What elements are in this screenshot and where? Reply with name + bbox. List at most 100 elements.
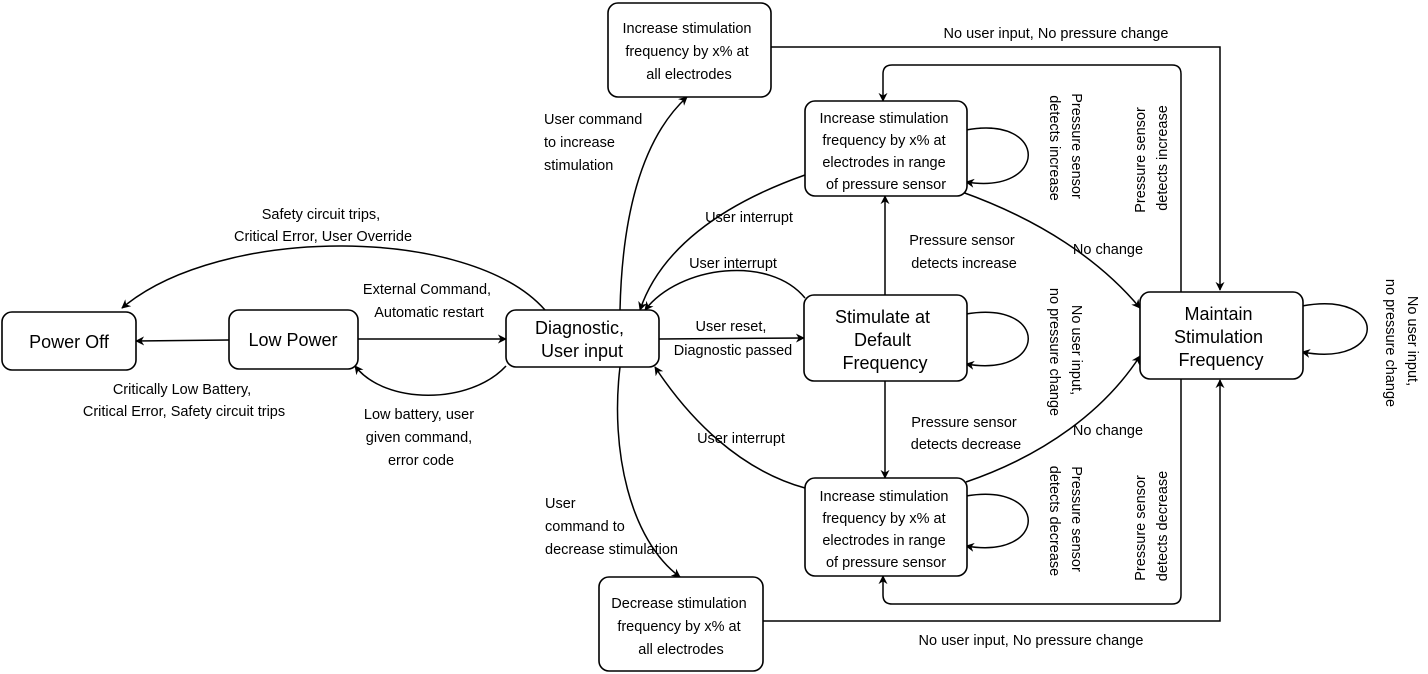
label-return-decrease-line-2: detects decrease (1155, 471, 1171, 581)
svg-text:Maintain Stimulation: Maintain Stimulation Frequency (1174, 304, 1268, 370)
edge-maintain-to-inctop (878, 64, 1182, 292)
label-cmd-increase-line-3: stimulation (544, 158, 613, 174)
node-increase-range-top-line-1: Increase stimulation (820, 111, 949, 127)
label-user-interrupt-top: User interrupt (705, 210, 793, 226)
edge-self-maintain (1301, 303, 1368, 358)
label-cmd-decrease-line-1: User (545, 496, 576, 512)
label-cmd-increase-line-1: User command (544, 112, 642, 128)
edge-inctop-to-diagnostic (638, 174, 806, 311)
edge-maintain-to-incbottom (878, 379, 1182, 605)
label-self-decrease-line-2: detects decrease (1046, 466, 1062, 576)
label-low-battery-line-2: given command, (366, 430, 472, 446)
label-external-restart-line-1: External Command, (363, 282, 491, 298)
node-stimulate-default-line-1: Stimulate at (835, 307, 930, 327)
label-safety-override-line-2: Critical Error, User Override (234, 229, 412, 245)
label-low-battery-line-1: Low battery, user (364, 407, 474, 423)
edge-default-to-diagnostic (644, 269, 806, 311)
node-increase-all-line-2: frequency by x% at (625, 44, 748, 60)
label-low-battery: Low battery, user given command, error c… (364, 407, 478, 469)
label-self-default-line-1: No user input, (1068, 305, 1084, 395)
label-pressure-decrease-mid: Pressure sensor detects decrease (911, 415, 1021, 453)
edge-diagnostic-to-increase-all (619, 96, 688, 311)
svg-text:Power Off: Power Off (29, 332, 110, 352)
edge-self-default (965, 311, 1029, 370)
edge-incbottom-to-diagnostic (654, 366, 806, 489)
edge-increase-all-to-maintain (771, 46, 1225, 291)
node-maintain-line-3: Frequency (1178, 350, 1263, 370)
label-no-change-bottom: No change (1073, 423, 1143, 439)
label-user-interrupt-top-line-1: User interrupt (705, 210, 793, 226)
node-power-off: Power Off (1, 311, 137, 371)
label-user-interrupt-mid: User interrupt (689, 256, 777, 272)
node-increase-all-line-1: Increase stimulation (623, 21, 752, 37)
node-decrease-all-line-2: frequency by x% at (617, 619, 740, 635)
label-self-default: No user input, no pressure change (1046, 288, 1084, 416)
node-increase-range-top-line-3: electrodes in range (822, 155, 945, 171)
svg-text:Stimulate at Default: Stimulate at Default Frequency (835, 307, 935, 373)
label-self-decrease: Pressure sensor detects decrease (1046, 466, 1084, 576)
edge-inctop-to-maintain (961, 191, 1141, 309)
node-decrease-all-line-1: Decrease stimulation (611, 596, 746, 612)
node-decrease-all: Decrease stimulation frequency by x% at … (598, 576, 764, 672)
label-cmd-decrease-line-2: command to (545, 519, 625, 535)
label-user-interrupt-mid-line-1: User interrupt (689, 256, 777, 272)
node-power-off-line-1: Power Off (29, 332, 110, 352)
label-user-reset-line-2: Diagnostic passed (674, 343, 793, 359)
edge-self-incbottom (965, 493, 1029, 552)
label-low-battery-line-3: error code (388, 453, 454, 469)
svg-text:Increase stimulation f: Increase stimulation frequency by x% at … (623, 21, 756, 83)
node-diagnostic-line-1: Diagnostic, (535, 318, 624, 338)
label-cmd-decrease: User command to decrease stimulation (545, 496, 678, 558)
svg-text:Decrease stimulation f: Decrease stimulation frequency by x% at … (611, 596, 750, 658)
label-critically-low: Critically Low Battery, Critical Error, … (83, 382, 285, 420)
label-pressure-increase-mid-line-2: detects increase (911, 256, 1017, 272)
label-no-change-top-line-1: No change (1073, 242, 1143, 258)
node-increase-range-top: Increase stimulation frequency by x% at … (804, 100, 968, 197)
label-return-increase: Pressure sensor detects increase (1133, 103, 1171, 213)
node-increase-range-bottom-line-2: frequency by x% at (822, 511, 945, 527)
node-low-power-line-1: Low Power (248, 330, 337, 350)
svg-text:Increase stimulation f: Increase stimulation frequency by x% at … (820, 111, 953, 193)
node-increase-range-top-line-2: frequency by x% at (822, 133, 945, 149)
node-maintain: Maintain Stimulation Frequency (1139, 291, 1304, 380)
node-increase-all: Increase stimulation frequency by x% at … (607, 2, 772, 98)
node-maintain-line-1: Maintain (1184, 304, 1252, 324)
label-external-restart: External Command, Automatic restart (363, 282, 495, 321)
node-stimulate-default-line-2: Default (854, 330, 911, 350)
node-increase-all-line-3: all electrodes (646, 67, 731, 83)
label-self-maintain-line-1: No user input, (1404, 296, 1420, 386)
label-return-increase-line-1: Pressure sensor (1133, 107, 1149, 213)
label-pressure-increase-mid-line-1: Pressure sensor (909, 233, 1015, 249)
label-self-increase: Pressure sensor detects increase (1046, 93, 1084, 203)
label-return-decrease: Pressure sensor detects decrease (1133, 471, 1171, 581)
label-no-input-top-line-1: No user input, No pressure change (944, 26, 1169, 42)
label-self-increase-line-1: Pressure sensor (1068, 93, 1084, 199)
edge-labels: Safety circuit trips, Critical Error, Us… (83, 26, 1420, 649)
label-critically-low-line-1: Critically Low Battery, (113, 382, 251, 398)
label-no-input-bottom: No user input, No pressure change (919, 633, 1144, 649)
label-self-decrease-line-1: Pressure sensor (1068, 466, 1084, 572)
edge-self-inctop (965, 127, 1029, 188)
label-no-change-top: No change (1073, 242, 1143, 258)
label-user-reset: User reset, Diagnostic passed (674, 319, 793, 359)
label-critically-low-line-2: Critical Error, Safety circuit trips (83, 404, 285, 420)
label-user-reset-line-1: User reset, (696, 319, 767, 335)
node-decrease-all-line-3: all electrodes (638, 642, 723, 658)
label-safety-override: Safety circuit trips, Critical Error, Us… (234, 207, 412, 245)
edge-diagnostic-to-poweroff (121, 245, 546, 311)
node-increase-range-bottom: Increase stimulation frequency by x% at … (804, 477, 968, 577)
label-self-default-line-2: no pressure change (1046, 288, 1062, 416)
label-external-restart-line-2: Automatic restart (374, 305, 484, 321)
label-return-increase-line-2: detects increase (1155, 105, 1171, 211)
edge-diagnostic-to-default (658, 333, 805, 343)
node-low-power: Low Power (228, 309, 359, 370)
label-pressure-decrease-mid-line-2: detects decrease (911, 437, 1021, 453)
node-increase-range-top-line-4: of pressure sensor (826, 177, 946, 193)
label-cmd-increase: User command to increase stimulation (544, 112, 646, 174)
label-cmd-decrease-line-3: decrease stimulation (545, 542, 678, 558)
node-diagnostic: Diagnostic, User input (505, 309, 660, 368)
node-increase-range-bottom-line-1: Increase stimulation (820, 489, 949, 505)
svg-text:Diagnostic, User input: Diagnostic, User input (535, 318, 629, 361)
edge-decrease-all-to-maintain (763, 379, 1225, 622)
label-no-input-top: No user input, No pressure change (944, 26, 1169, 42)
